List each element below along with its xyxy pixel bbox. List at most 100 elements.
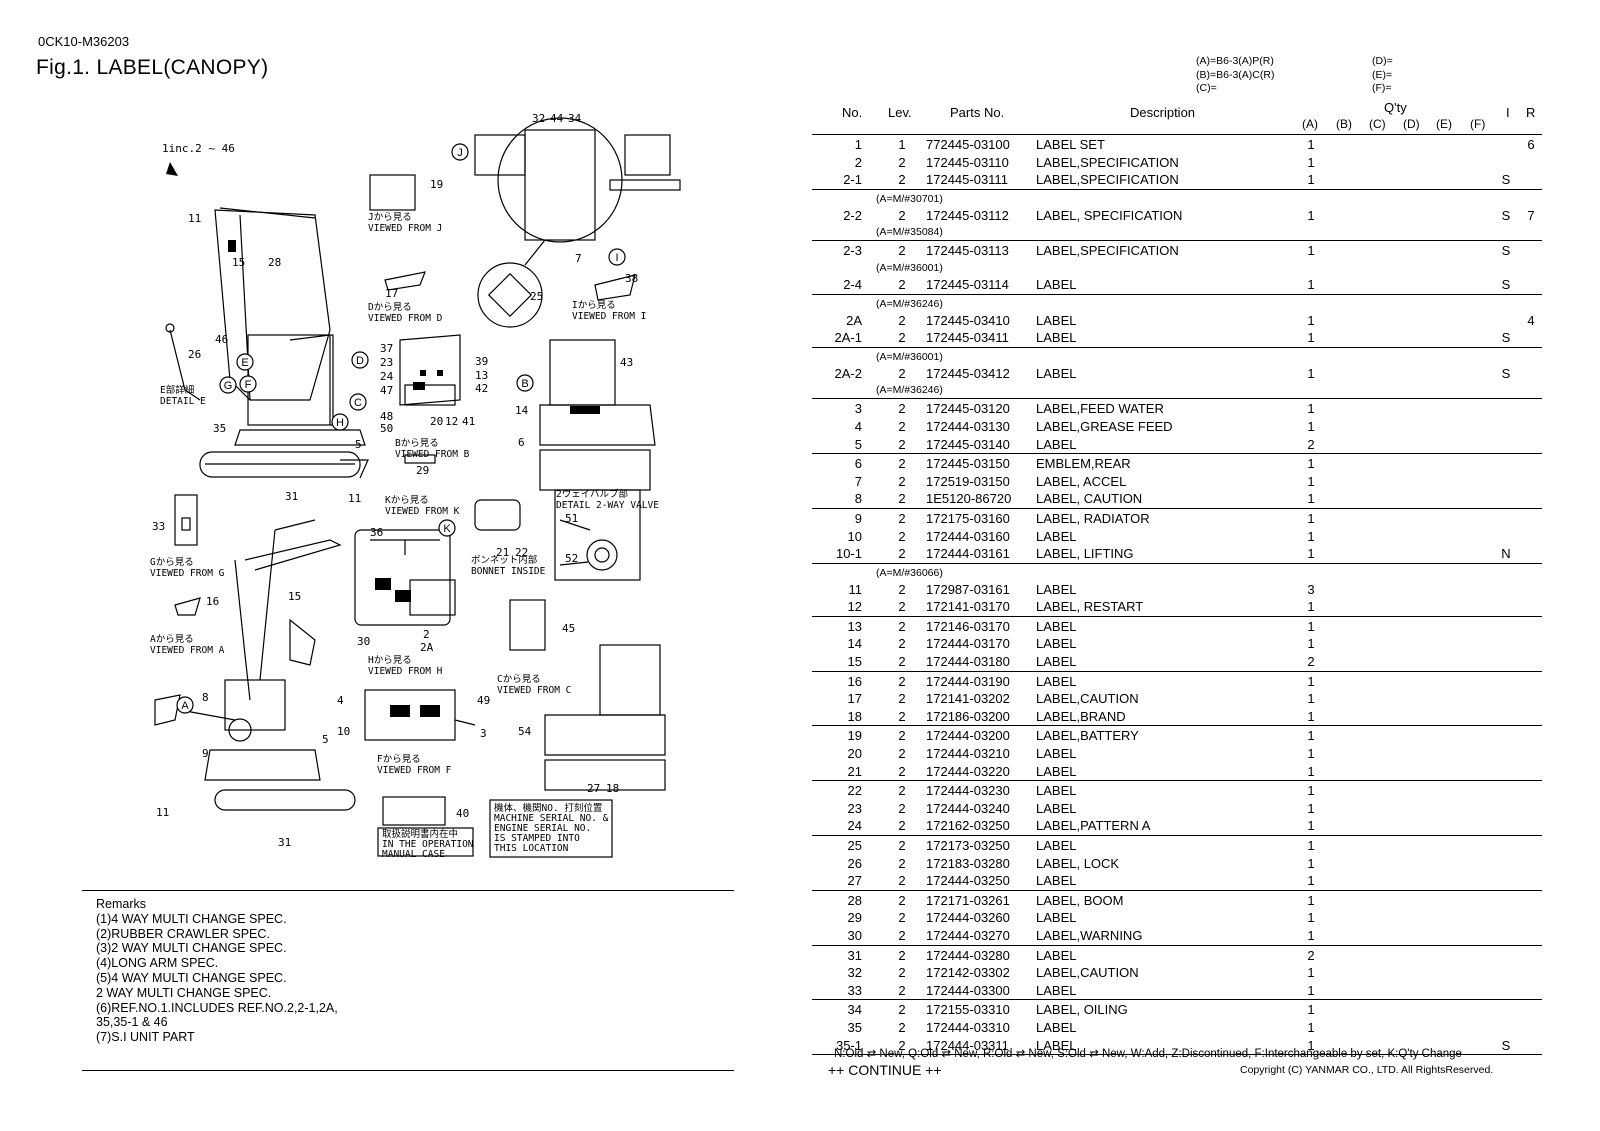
remark-line: (2)RUBBER CRAWLER SPEC. <box>96 926 270 941</box>
qty-a-cell: 1 <box>1307 456 1315 472</box>
parts-no-cell: 172183-03280 <box>926 855 1010 871</box>
parts-no-cell: 172444-03270 <box>926 927 1010 943</box>
description-cell: LABEL, RADIATOR <box>1036 510 1150 526</box>
serial-range-note: (A=M/#30701) <box>876 192 943 205</box>
ref-no-cell: 1 <box>854 137 862 152</box>
circled-letter-marker <box>239 375 257 393</box>
view-label: Fから見る <box>377 754 421 765</box>
qty-a-cell: 1 <box>1307 691 1315 707</box>
level-cell: 2 <box>898 982 906 998</box>
level-cell: 2 <box>898 528 906 544</box>
serial-range-note: (A=M/#36001) <box>876 350 943 363</box>
callout-number: 6 <box>518 436 525 449</box>
qty-a-cell: 1 <box>1307 818 1315 834</box>
parts-no-cell: 172142-03302 <box>926 965 1010 981</box>
parts-no-cell: 172444-03311 <box>926 1037 1009 1053</box>
parts-no-cell: 172155-03310 <box>926 1002 1010 1018</box>
callout-number: 23 <box>380 356 393 369</box>
manual-case-note: MANUAL CASE <box>382 849 445 860</box>
callout-number: 5 <box>355 438 362 451</box>
qty-a-cell: 2 <box>1307 654 1315 670</box>
description-cell: LABEL,PATTERN A <box>1036 818 1151 834</box>
description-cell: LABEL, ACCEL <box>1036 473 1127 489</box>
view-label: E部詳細 <box>160 384 194 396</box>
callout-number: 18 <box>606 782 619 795</box>
remark-line: (4)LONG ARM SPEC. <box>96 956 219 971</box>
remark-line: (3)2 WAY MULTI CHANGE SPEC. <box>96 941 287 956</box>
interchange-cell: S <box>1501 276 1511 292</box>
circled-letter: I <box>615 252 618 264</box>
callout-number: 15 <box>288 590 301 603</box>
qty-a-cell: 2 <box>1307 947 1315 963</box>
circled-letter-marker <box>219 376 237 394</box>
legend-c: (C)= <box>1196 82 1217 94</box>
parts-no-cell: 172141-03202 <box>926 691 1010 707</box>
callout-number: 5 <box>322 733 329 746</box>
level-cell: 2 <box>898 581 906 597</box>
manual-case-note: IN THE OPERATION <box>382 839 474 850</box>
ref-no-cell: 31 <box>847 947 862 963</box>
qty-a-cell: 1 <box>1307 855 1315 871</box>
callout-number: 49 <box>477 694 490 707</box>
circled-letter: G <box>224 380 233 392</box>
document-code: 0CK10-M36203 <box>38 34 130 49</box>
qty-a-cell: 1 <box>1307 473 1315 489</box>
callout-number: 4 <box>337 694 344 707</box>
serial-range-note: (A=M/#36001) <box>876 261 943 274</box>
description-cell: LABEL,CAUTION <box>1036 691 1139 707</box>
figure-title: Fig.1. LABEL(CANOPY) <box>36 56 269 79</box>
callout-number: 14 <box>515 404 529 417</box>
ref-no-cell: 17 <box>847 691 862 707</box>
parts-no-cell: 172444-03130 <box>926 418 1010 434</box>
level-cell: 2 <box>898 1019 906 1035</box>
callout-number: 42 <box>475 382 488 395</box>
serial-range-note: (A=M/#36246) <box>876 297 943 310</box>
header-no: No. <box>842 105 863 120</box>
description-cell: LABEL,SPECIFICATION <box>1036 172 1179 188</box>
description-cell: LABEL <box>1036 365 1077 381</box>
description-cell: LABEL,SPECIFICATION <box>1036 243 1179 259</box>
qty-a-cell: 1 <box>1307 636 1315 652</box>
qty-a-cell: 1 <box>1307 599 1315 615</box>
header-r: R <box>1526 105 1536 120</box>
legend-b: (B)=B6-3(A)C(R) <box>1196 68 1275 81</box>
view-label: Iから見る <box>572 300 616 311</box>
ref-no-cell: 22 <box>847 783 862 799</box>
level-cell: 2 <box>898 927 906 943</box>
circled-letter-marker <box>331 413 349 431</box>
view-label: Aから見る <box>150 634 194 645</box>
parts-no-cell: 172445-03410 <box>926 312 1010 328</box>
level-cell: 2 <box>898 436 906 452</box>
qty-a-cell: 1 <box>1307 838 1315 853</box>
description-cell: LABEL, BOOM <box>1036 892 1124 908</box>
view-label: VIEWED FROM F <box>377 765 452 776</box>
serial-stamp-note: IS STAMPED INTO <box>494 833 580 844</box>
ref-no-cell: 14 <box>847 636 862 652</box>
level-cell: 2 <box>898 783 906 799</box>
description-cell: LABEL <box>1036 1037 1077 1053</box>
parts-no-cell: 172445-03112 <box>926 207 1009 223</box>
qty-a-cell: 1 <box>1307 207 1315 223</box>
circled-letter: A <box>181 700 189 712</box>
qty-a-cell: 1 <box>1307 154 1315 170</box>
ref-no-cell: 10-1 <box>835 546 862 562</box>
description-cell: LABEL, RESTART <box>1036 599 1144 615</box>
parts-no-cell: 172444-03210 <box>926 746 1010 762</box>
view-label: VIEWED FROM K <box>385 506 460 517</box>
callout-number: 40 <box>456 807 469 820</box>
ref-no-cell: 9 <box>854 510 862 526</box>
